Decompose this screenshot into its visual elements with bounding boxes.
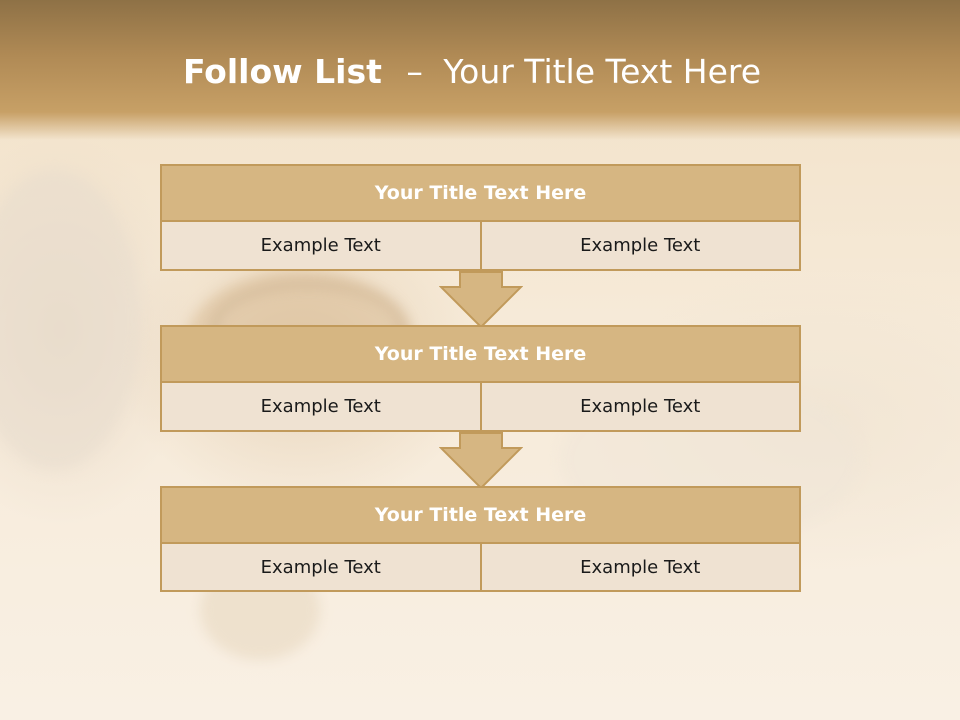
- down-arrow-icon: [439, 432, 523, 490]
- block-cell-left: Example Text: [260, 235, 381, 256]
- block-title: Your Title Text Here: [160, 164, 801, 222]
- list-block-1: Your Title Text Here Example Text Exampl…: [160, 164, 801, 271]
- slide-title-bold: Follow List: [182, 52, 382, 91]
- block-title: Your Title Text Here: [160, 325, 801, 383]
- header-band: [0, 0, 960, 140]
- slide-title-rest: Your Title Text Here: [443, 52, 762, 91]
- block-row: Example Text Example Text: [160, 544, 801, 592]
- block-title: Your Title Text Here: [160, 486, 801, 544]
- list-block-3: Your Title Text Here Example Text Exampl…: [160, 486, 801, 592]
- block-row: Example Text Example Text: [160, 222, 801, 271]
- block-cell-right: Example Text: [479, 222, 800, 269]
- slide-title-separator: –: [406, 52, 423, 91]
- block-cell-right: Example Text: [479, 383, 800, 430]
- block-cell-right: Example Text: [479, 544, 800, 590]
- background-blur-shape: [0, 170, 140, 470]
- block-cell-left: Example Text: [260, 396, 381, 417]
- list-block-2: Your Title Text Here Example Text Exampl…: [160, 325, 801, 432]
- slide-title: Follow List – Your Title Text Here: [0, 52, 944, 91]
- block-row: Example Text Example Text: [160, 383, 801, 432]
- block-cell-left: Example Text: [260, 556, 381, 578]
- down-arrow-icon: [439, 271, 523, 329]
